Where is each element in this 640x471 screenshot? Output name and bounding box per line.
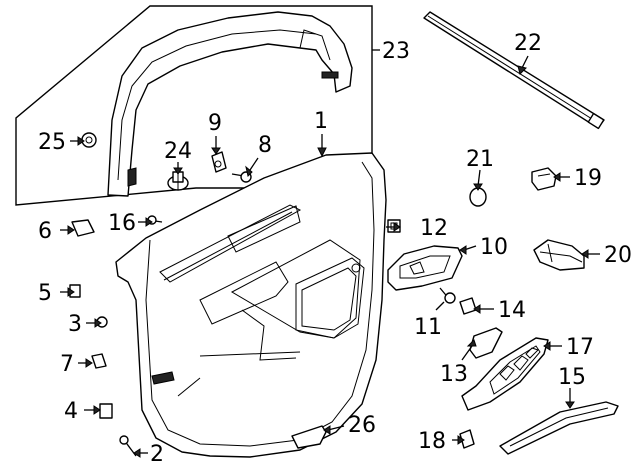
callout-4: 4 [64, 399, 78, 424]
part-15-trim-strip[interactable] [499, 401, 619, 455]
part-13-bezel-piece[interactable] [469, 327, 503, 359]
callout-8: 8 [258, 133, 272, 158]
part-20-bracket[interactable] [533, 239, 585, 271]
part-11-screw[interactable] [439, 287, 456, 304]
callout-18: 18 [418, 429, 446, 454]
callout-22: 22 [514, 31, 542, 56]
inset-box [15, 5, 373, 206]
part-23-frame-moulding[interactable] [107, 11, 353, 197]
part-26-pull-cup[interactable] [291, 425, 327, 449]
leader-lines [60, 49, 600, 458]
part-2-bolt[interactable] [119, 435, 137, 457]
callout-1: 1 [314, 109, 328, 134]
part-18-clip[interactable] [459, 429, 475, 449]
callout-2: 2 [150, 442, 164, 467]
callout-10: 10 [480, 235, 508, 260]
callout-13: 13 [440, 362, 468, 387]
part-1-door-trim-panel[interactable] [115, 152, 387, 458]
part-7-fastener[interactable] [91, 353, 107, 369]
callout-26: 26 [348, 413, 376, 438]
part-6-clip[interactable] [71, 219, 95, 237]
callout-9: 9 [208, 111, 222, 136]
part-10-handle-bezel[interactable] [387, 245, 463, 291]
part-19-connector[interactable] [531, 167, 557, 191]
callout-21: 21 [466, 147, 494, 172]
part-4-clip[interactable] [99, 403, 113, 419]
callout-labels: 1 2 3 4 5 6 7 8 9 10 11 12 13 14 15 16 1… [38, 31, 632, 467]
callout-23: 23 [382, 39, 410, 64]
callout-20: 20 [604, 243, 632, 268]
callout-6: 6 [38, 219, 52, 244]
callout-15: 15 [558, 365, 586, 390]
part-9-bracket[interactable] [211, 151, 227, 173]
callout-3: 3 [68, 312, 82, 337]
callout-16: 16 [108, 211, 136, 236]
callout-5: 5 [38, 281, 52, 306]
callout-25: 25 [38, 130, 66, 155]
callout-7: 7 [60, 352, 74, 377]
callout-14: 14 [498, 298, 526, 323]
callout-12: 12 [420, 216, 448, 241]
callout-24: 24 [164, 139, 192, 164]
part-14-clip[interactable] [459, 297, 477, 315]
part-25-washer[interactable] [81, 132, 97, 148]
callout-17: 17 [566, 335, 594, 360]
callout-19: 19 [574, 166, 602, 191]
part-22-belt-weatherstrip[interactable] [423, 11, 605, 130]
callout-11: 11 [414, 315, 442, 340]
